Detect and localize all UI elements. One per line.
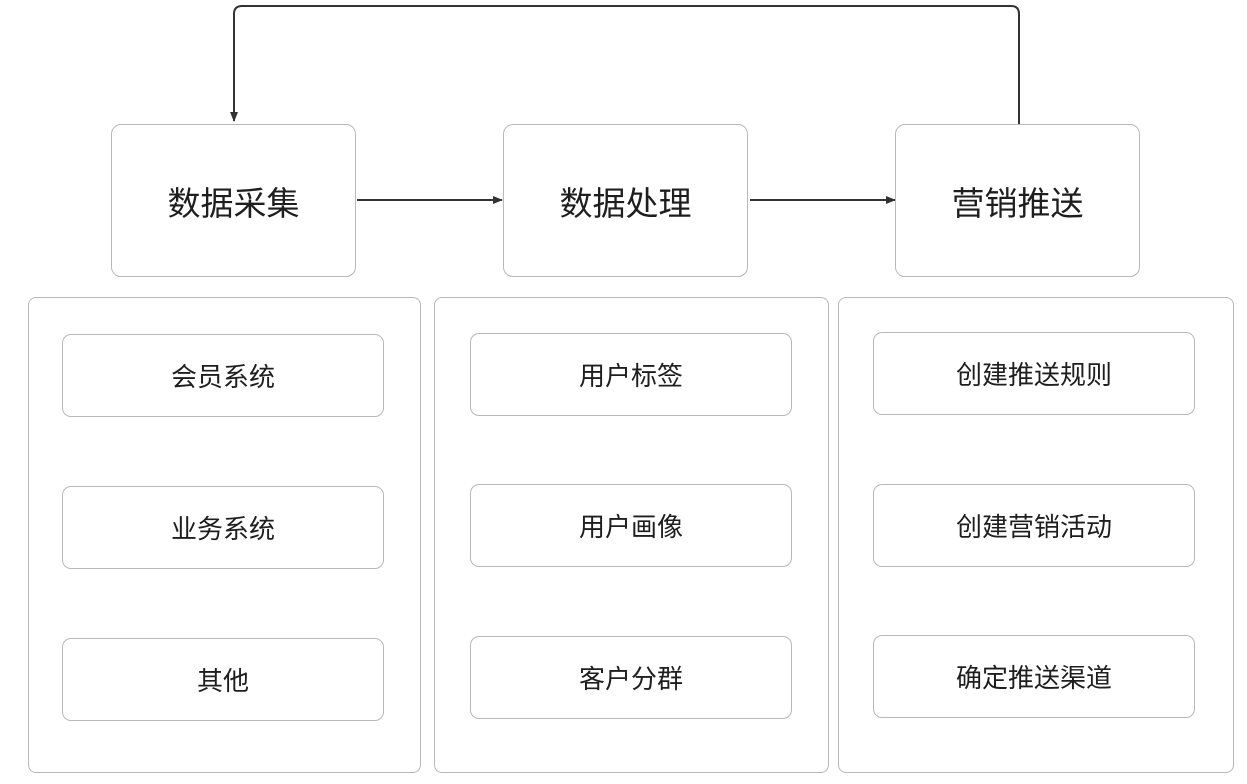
group-marketing-push: 创建推送规则 创建营销活动 确定推送渠道 [838,297,1234,773]
item-user-profile: 用户画像 [470,484,792,567]
item-label: 用户画像 [578,513,683,543]
item-create-marketing-campaign: 创建营销活动 [873,484,1195,567]
item-label: 会员系统 [170,363,275,393]
stage-label: 数据处理 [559,183,692,223]
item-label: 其他 [196,667,249,697]
stage-label: 数据采集 [167,183,300,223]
item-member-system: 会员系统 [62,334,384,417]
stage-data-collection: 数据采集 [111,124,356,277]
item-other: 其他 [62,638,384,721]
group-data-processing: 用户标签 用户画像 客户分群 [434,297,829,773]
item-label: 创建推送规则 [955,361,1112,391]
item-label: 用户标签 [578,362,683,392]
item-business-system: 业务系统 [62,486,384,569]
stage-marketing-push: 营销推送 [895,124,1140,277]
item-create-push-rules: 创建推送规则 [873,332,1195,415]
item-user-tags: 用户标签 [470,333,792,416]
item-determine-push-channel: 确定推送渠道 [873,635,1195,718]
item-customer-segmentation: 客户分群 [470,636,792,719]
feedback-loop-arrow [230,5,1020,124]
item-label: 确定推送渠道 [955,664,1112,694]
item-label: 业务系统 [170,515,275,545]
group-data-sources: 会员系统 业务系统 其他 [28,297,421,773]
item-label: 客户分群 [578,665,683,695]
stage-label: 营销推送 [951,183,1084,223]
item-label: 创建营销活动 [955,513,1112,543]
stage-data-processing: 数据处理 [503,124,748,277]
